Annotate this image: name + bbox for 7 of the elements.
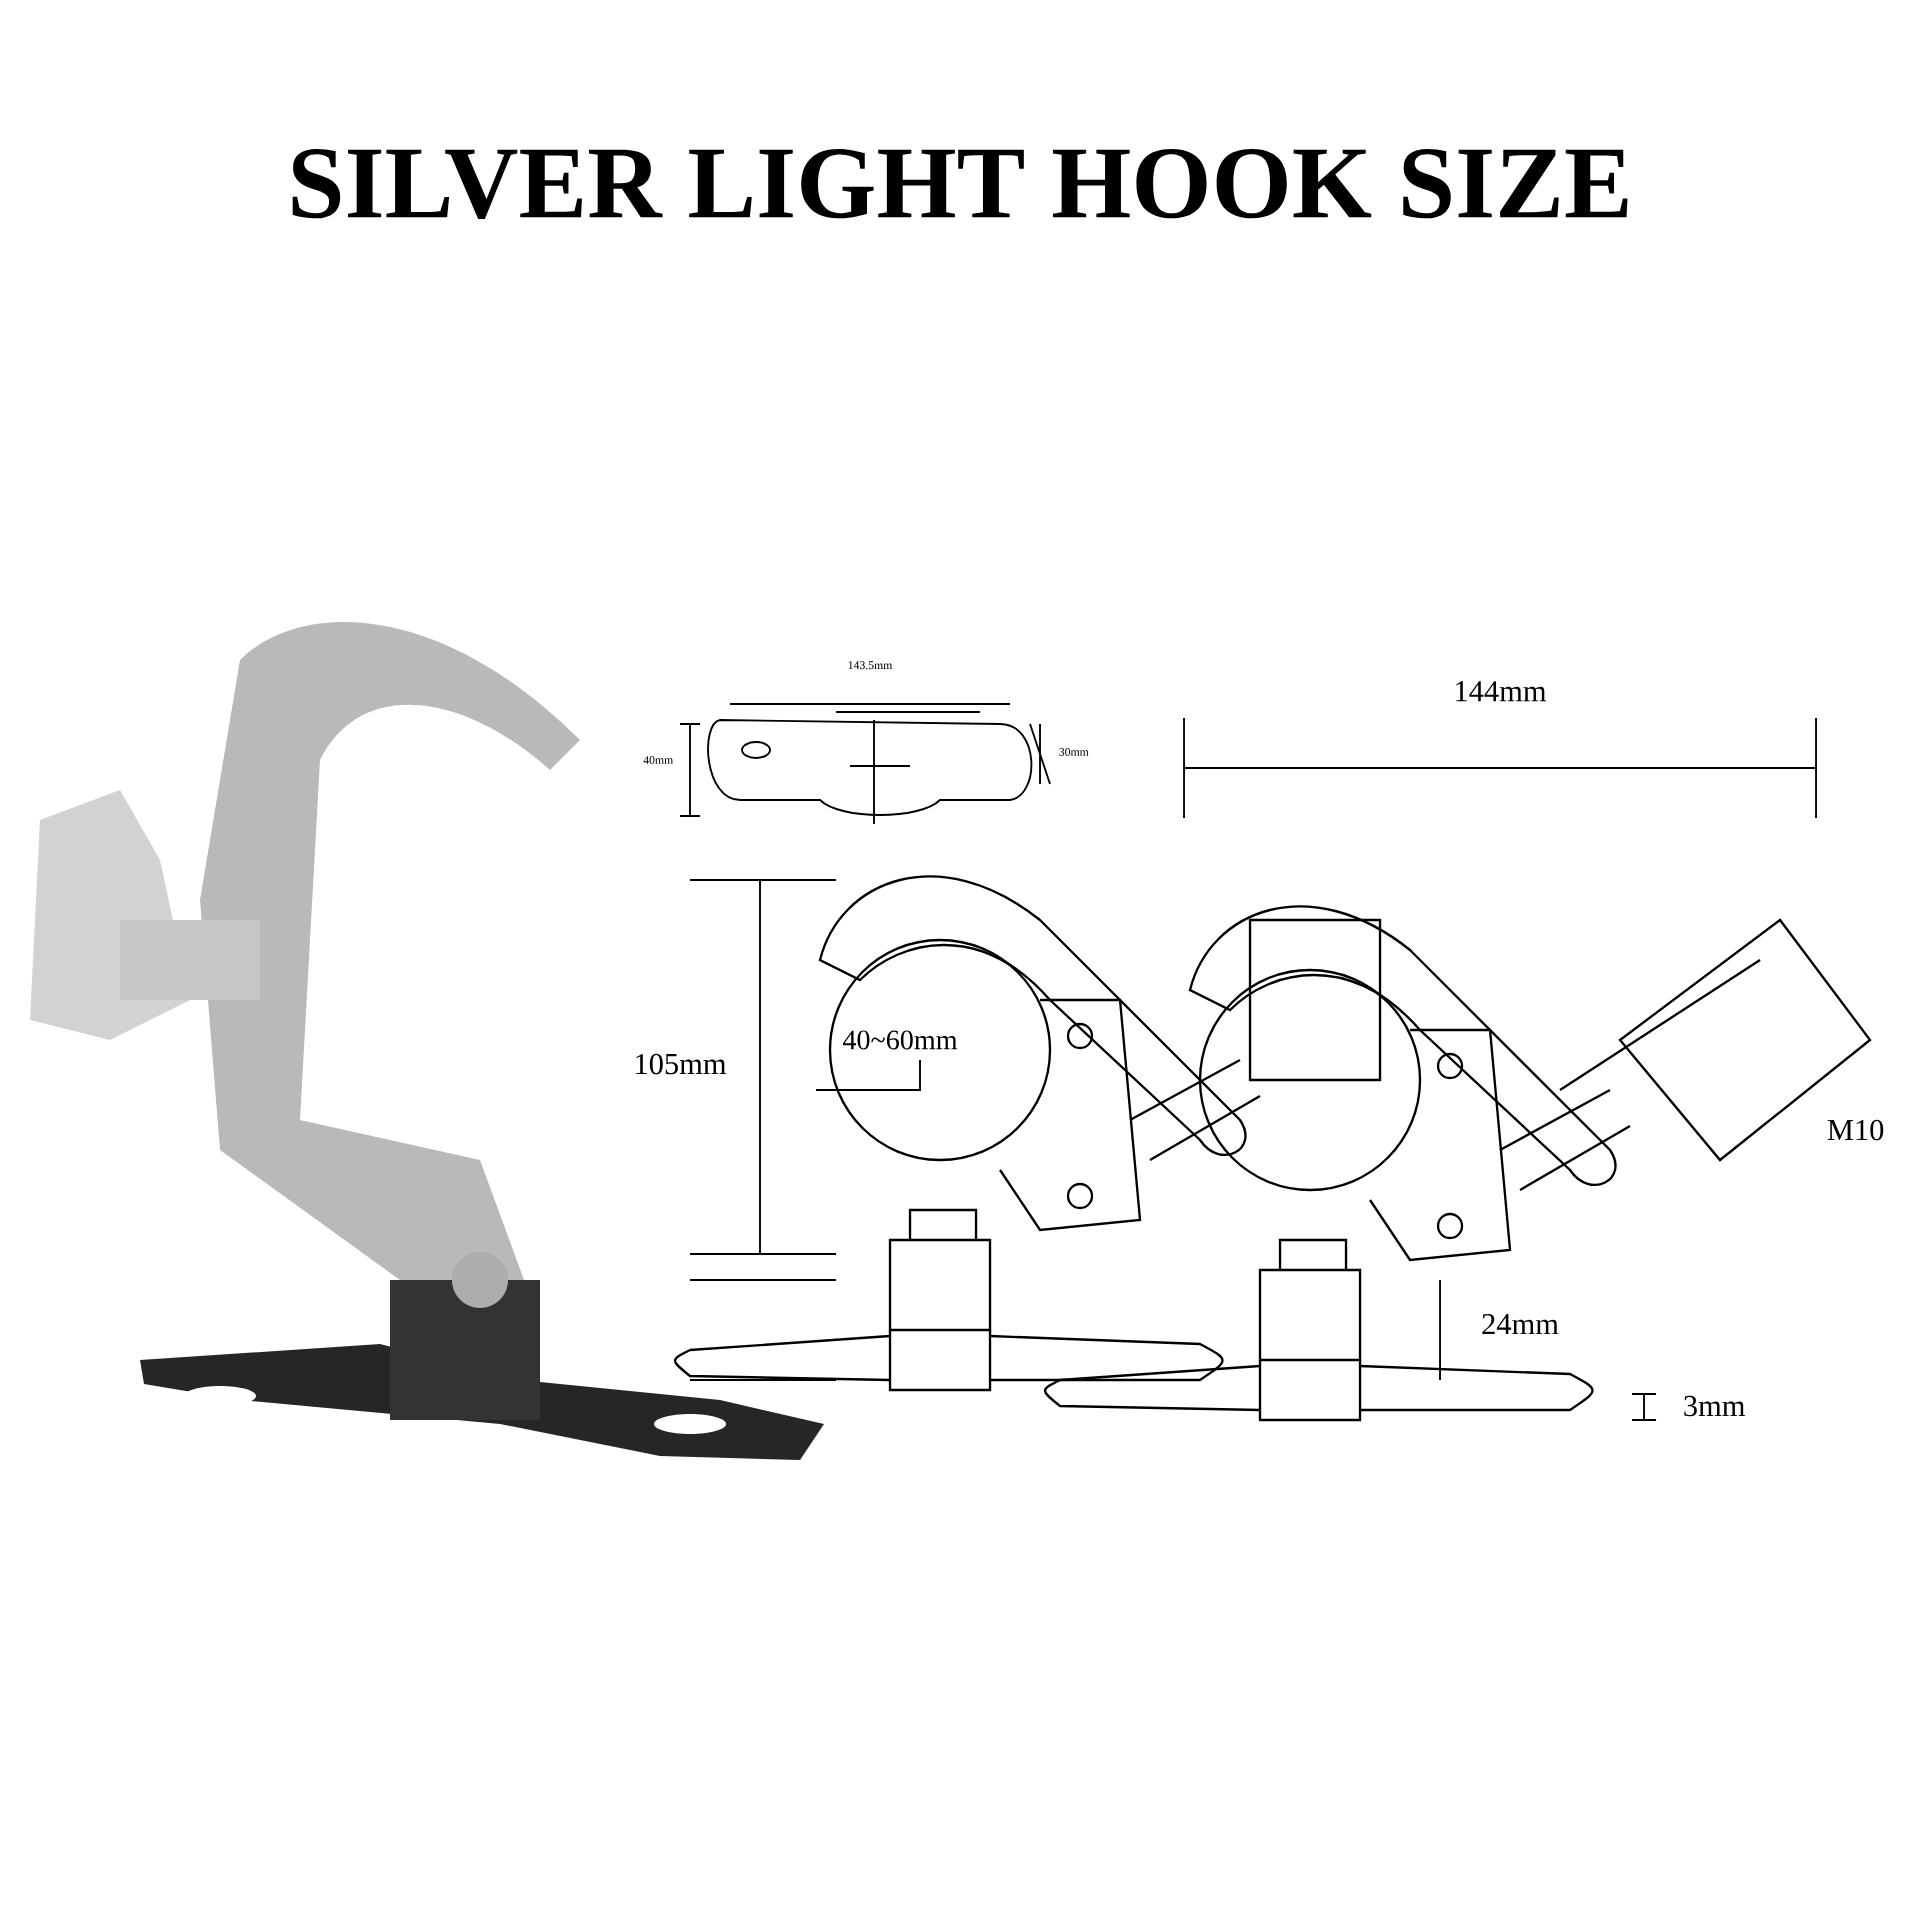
- dimension-label: M10: [1827, 1119, 1884, 1141]
- dimension-label: 3mm: [1684, 1395, 1745, 1417]
- dimension-label: 105mm: [636, 1053, 727, 1075]
- dimension-label: 144mm: [1456, 681, 1547, 702]
- title: SILVER LIGHT HOOK SIZE: [292, 149, 1628, 219]
- dimension-label: 24mm: [1482, 1313, 1559, 1335]
- dimension-label: 40~60mm: [842, 1030, 958, 1050]
